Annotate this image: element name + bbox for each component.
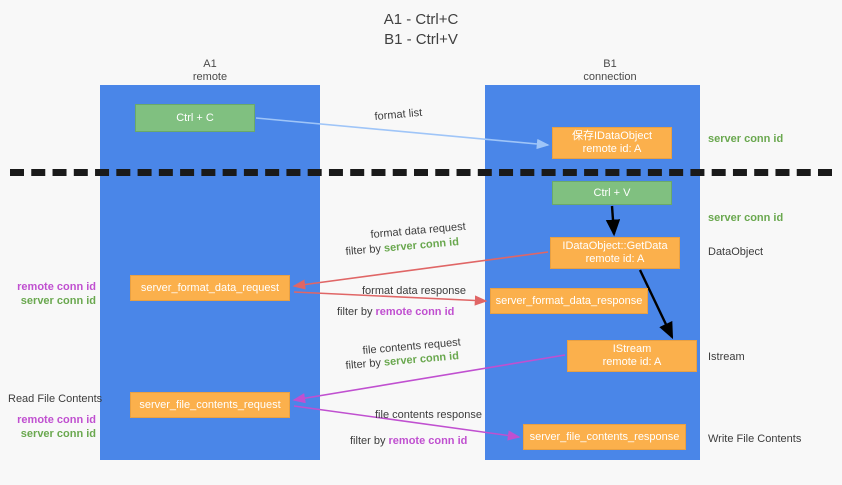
arrow-label-format-list: format list <box>374 106 423 123</box>
filter-remote-conn-id: remote conn id <box>375 306 455 318</box>
box-ctrl-c[interactable]: Ctrl + C <box>135 104 255 132</box>
label-right-server-conn-id-2: server conn id <box>708 212 784 224</box>
column-b1-name: B1 <box>603 58 617 70</box>
arrow-label-file-contents-response: file contents response <box>375 409 483 421</box>
label-remote-conn-id-1: remote conn id <box>17 281 96 293</box>
filter-prefix: filter by <box>345 356 385 372</box>
box-server-file-contents-request[interactable]: server_file_contents_request <box>130 392 290 418</box>
box-getdata[interactable]: IDataObject::GetData remote id: A <box>550 237 680 269</box>
column-header-a1: A1 remote <box>120 58 300 84</box>
filter-prefix: filter by <box>350 435 389 447</box>
arrow-label-format-data-response: format data response <box>362 285 466 297</box>
filter-remote-conn-id: remote conn id <box>388 435 468 447</box>
box-ctrl-v-label: Ctrl + V <box>593 186 631 199</box>
filter-prefix: filter by <box>345 242 385 258</box>
label-right-server-conn-id-1: server conn id <box>708 133 784 145</box>
arrow-label-file-contents-response-filter: filter by remote conn id <box>350 434 467 448</box>
box-getdata-line2: remote id: A <box>585 253 645 265</box>
box-save-dataobject-line2: remote id: A <box>582 143 642 155</box>
label-istream: Istream <box>708 351 745 363</box>
box-istream-line1: IStream <box>612 343 652 355</box>
box-istream-line2: remote id: A <box>602 356 662 368</box>
box-server-format-data-response[interactable]: server_format_data_response <box>490 288 648 314</box>
label-left-conn-ids-2: remote conn id server conn id <box>8 413 96 441</box>
label-dataobject: DataObject <box>708 246 764 258</box>
label-write-file-contents: Write File Contents <box>708 433 802 445</box>
box-istream[interactable]: IStream remote id: A <box>567 340 697 372</box>
filter-prefix: filter by <box>337 306 376 318</box>
column-header-b1: B1 connection <box>520 58 700 84</box>
column-b1-role: connection <box>583 71 637 83</box>
label-server-conn-id-1: server conn id <box>20 295 96 307</box>
box-getdata-line1: IDataObject::GetData <box>562 240 668 252</box>
column-a1-role: remote <box>192 71 228 83</box>
box-save-dataobject-line1: 保存IDataObject <box>571 130 653 142</box>
box-server-format-data-request[interactable]: server_format_data_request <box>130 275 290 301</box>
label-left-conn-ids-1: remote conn id server conn id <box>8 280 96 308</box>
box-ctrl-v[interactable]: Ctrl + V <box>552 181 672 205</box>
box-ctrl-c-label: Ctrl + C <box>176 111 214 124</box>
arrow-label-format-data-response-filter: filter by remote conn id <box>337 305 454 319</box>
title-line-1: A1 - Ctrl+C <box>383 11 459 28</box>
title-line-2: B1 - Ctrl+V <box>384 31 458 48</box>
box-server-file-contents-request-label: server_file_contents_request <box>139 398 281 411</box>
box-server-file-contents-response-label: server_file_contents_response <box>529 430 680 443</box>
box-server-file-contents-response[interactable]: server_file_contents_response <box>523 424 686 450</box>
column-a1-name: A1 <box>203 58 217 70</box>
box-server-format-data-request-label: server_format_data_request <box>140 281 280 294</box>
box-server-format-data-response-label: server_format_data_response <box>495 294 643 307</box>
dashed-divider <box>10 169 832 176</box>
label-read-file-contents: Read File Contents <box>8 393 103 405</box>
page-title: A1 - Ctrl+C B1 - Ctrl+V <box>0 10 842 50</box>
label-server-conn-id-2: server conn id <box>20 428 96 440</box>
box-save-dataobject[interactable]: 保存IDataObject remote id: A <box>552 127 672 159</box>
label-remote-conn-id-2: remote conn id <box>17 414 96 426</box>
